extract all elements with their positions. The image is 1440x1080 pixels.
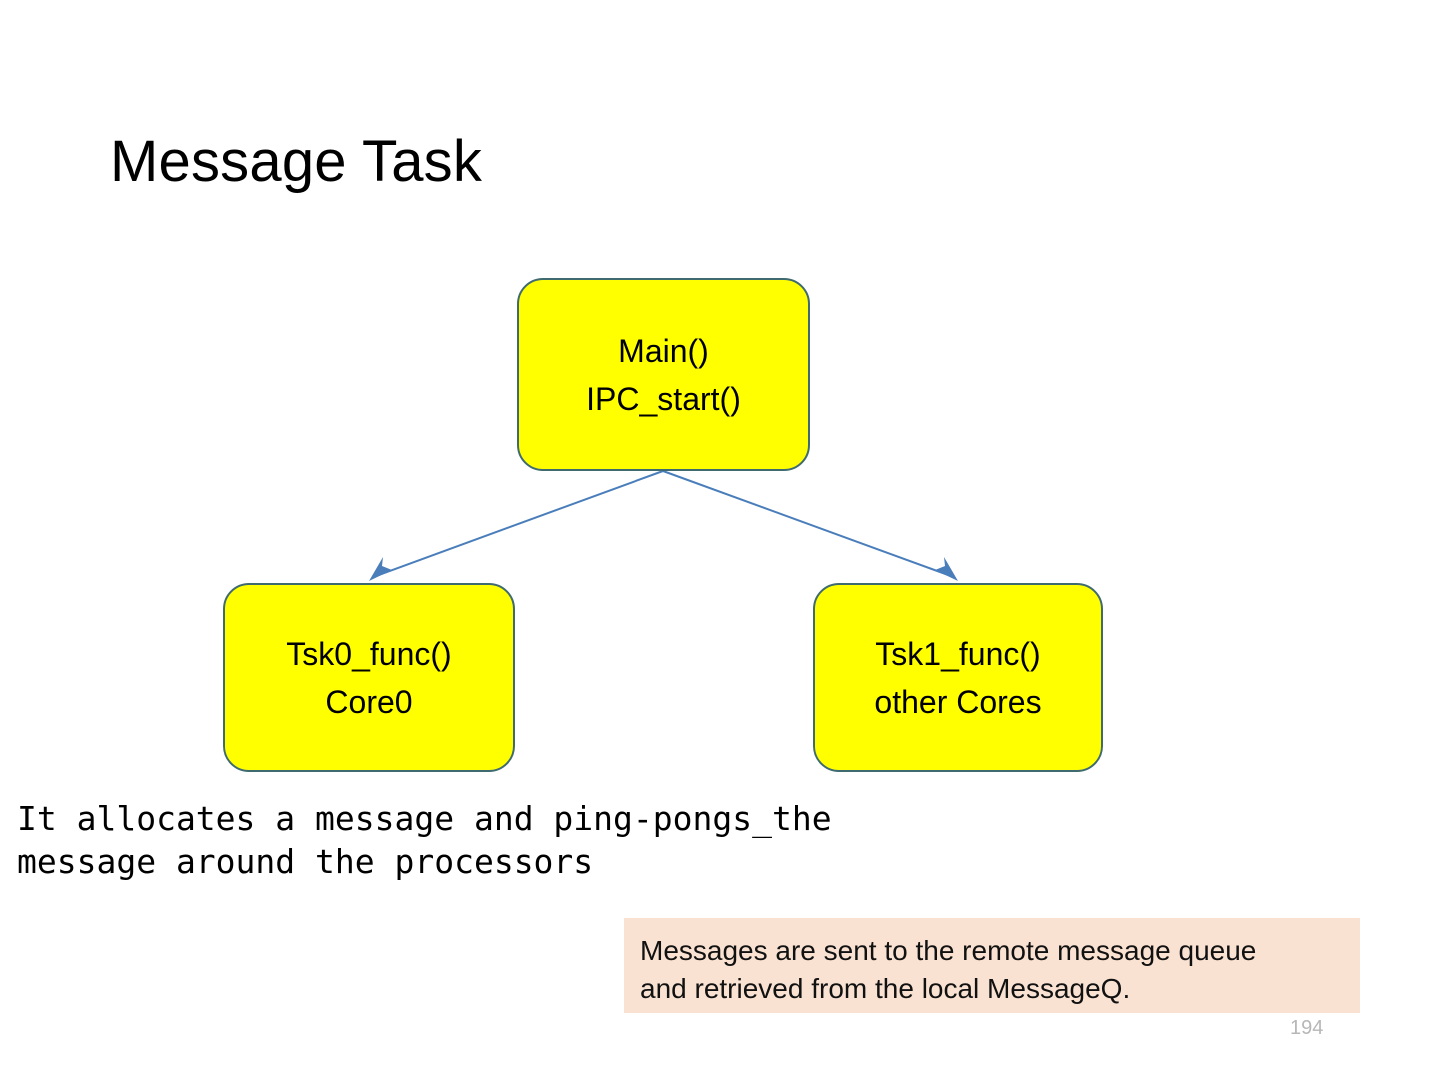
node-tsk1-line2: other Cores <box>874 683 1042 720</box>
body-text: It allocates a message and ping-pongs_th… <box>17 797 837 883</box>
callout-line1: Messages are sent to the remote message … <box>640 935 1257 966</box>
node-main-line1: Main() <box>618 332 709 369</box>
node-tsk0-line2: Core0 <box>325 683 413 720</box>
node-tsk1[interactable]: Tsk1_func() other Cores <box>813 583 1103 772</box>
callout-box: Messages are sent to the remote message … <box>624 918 1360 1013</box>
page-title: Message Task <box>110 129 483 194</box>
callout-line2: and retrieved from the local MessageQ. <box>640 973 1131 1004</box>
edge-main-to-tsk0 <box>369 470 664 581</box>
node-tsk0-line1: Tsk0_func() <box>286 635 452 672</box>
body-text-line2: message around the processors <box>17 842 594 881</box>
body-text-line1: It allocates a message and ping-pongs_th… <box>17 799 832 838</box>
node-main-line2: IPC_start() <box>586 380 741 417</box>
edge-main-to-tsk1 <box>662 470 958 581</box>
node-main[interactable]: Main() IPC_start() <box>517 278 810 471</box>
node-tsk1-line1: Tsk1_func() <box>875 635 1041 672</box>
node-tsk0[interactable]: Tsk0_func() Core0 <box>223 583 515 772</box>
page-number: 194 <box>1290 1017 1324 1039</box>
